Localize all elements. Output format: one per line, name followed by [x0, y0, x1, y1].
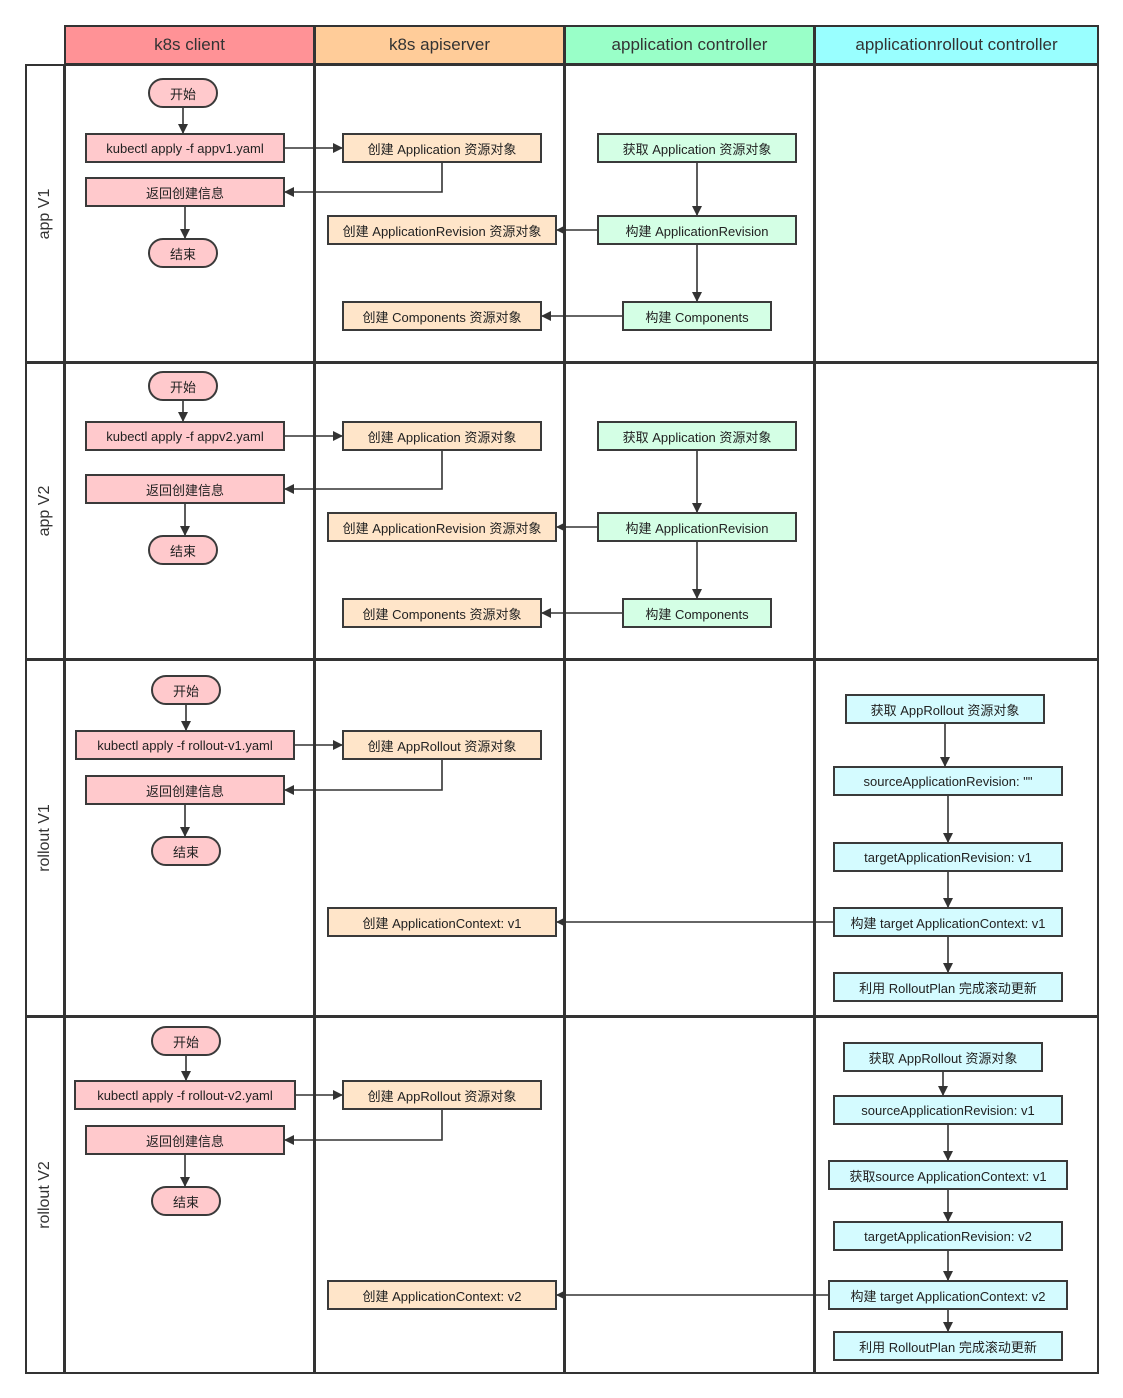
node-r1-plan: 利用 RolloutPlan 完成滚动更新 [833, 972, 1063, 1002]
node-r1-source: sourceApplicationRevision: "" [833, 766, 1063, 796]
node-a1-end: 结束 [148, 238, 218, 268]
node-a2-build-comp: 构建 Components [622, 598, 772, 628]
node-r2-get-ro: 获取 AppRollout 资源对象 [843, 1042, 1043, 1072]
node-r2-target: targetApplicationRevision: v2 [833, 1221, 1063, 1251]
edge-a2-create-app-to-a2-return [284, 451, 443, 494]
node-a1-build-rev: 构建 ApplicationRevision [597, 215, 797, 245]
node-a2-build-rev: 构建 ApplicationRevision [597, 512, 797, 542]
node-a1-create-app: 创建 Application 资源对象 [342, 133, 542, 163]
node-r2-get-src-ctx: 获取source ApplicationContext: v1 [828, 1160, 1068, 1190]
lane-header-appctrl: application controller [564, 25, 815, 65]
node-a2-start: 开始 [148, 371, 218, 401]
node-r2-return: 返回创建信息 [85, 1125, 285, 1155]
node-r2-start: 开始 [151, 1026, 221, 1056]
node-r2-end: 结束 [151, 1186, 221, 1216]
node-a1-build-comp: 构建 Components [622, 301, 772, 331]
node-r1-build-ctx: 构建 target ApplicationContext: v1 [833, 907, 1063, 937]
node-a1-get-app: 获取 Application 资源对象 [597, 133, 797, 163]
node-a2-end: 结束 [148, 535, 218, 565]
edge-r1-create-ro-to-r1-return [284, 760, 443, 795]
node-r1-get-ro: 获取 AppRollout 资源对象 [845, 694, 1045, 724]
node-r2-create-ctx: 创建 ApplicationContext: v2 [327, 1280, 557, 1310]
node-a2-return: 返回创建信息 [85, 474, 285, 504]
edge-r2-create-ro-to-r2-return [284, 1110, 443, 1145]
node-r2-source: sourceApplicationRevision: v1 [833, 1095, 1063, 1125]
node-a1-start: 开始 [148, 78, 218, 108]
node-a2-create-rev: 创建 ApplicationRevision 资源对象 [327, 512, 557, 542]
node-r1-end: 结束 [151, 836, 221, 866]
node-r1-target: targetApplicationRevision: v1 [833, 842, 1063, 872]
node-a2-create-app: 创建 Application 资源对象 [342, 421, 542, 451]
node-a2-get-app: 获取 Application 资源对象 [597, 421, 797, 451]
node-a2-apply: kubectl apply -f appv2.yaml [85, 421, 285, 451]
edge-a1-create-app-to-a1-return [284, 163, 443, 197]
node-a1-create-comp: 创建 Components 资源对象 [342, 301, 542, 331]
node-r2-plan: 利用 RolloutPlan 完成滚动更新 [833, 1331, 1063, 1361]
node-a1-apply: kubectl apply -f appv1.yaml [85, 133, 285, 163]
node-a2-create-comp: 创建 Components 资源对象 [342, 598, 542, 628]
lane-header-client: k8s client [64, 25, 315, 65]
node-r1-create-ro: 创建 AppRollout 资源对象 [342, 730, 542, 760]
node-r1-create-ctx: 创建 ApplicationContext: v1 [327, 907, 557, 937]
node-r2-apply: kubectl apply -f rollout-v2.yaml [74, 1080, 296, 1110]
node-r1-return: 返回创建信息 [85, 775, 285, 805]
lane-cell-rolloutv2-rolloutctrl [814, 1016, 1099, 1374]
node-a1-return: 返回创建信息 [85, 177, 285, 207]
node-r1-apply: kubectl apply -f rollout-v1.yaml [75, 730, 295, 760]
node-a1-create-rev: 创建 ApplicationRevision 资源对象 [327, 215, 557, 245]
node-r2-build-ctx: 构建 target ApplicationContext: v2 [828, 1280, 1068, 1310]
node-r2-create-ro: 创建 AppRollout 资源对象 [342, 1080, 542, 1110]
node-r1-start: 开始 [151, 675, 221, 705]
